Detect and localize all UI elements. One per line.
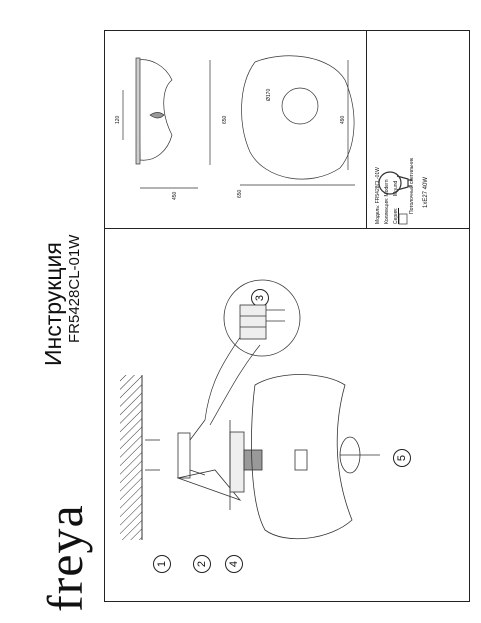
- terminal-block-icon: [239, 304, 285, 340]
- mounting-bracket: [145, 419, 263, 510]
- front-view-drawing: [240, 55, 355, 186]
- section-divider: [104, 228, 470, 229]
- side-view-drawing: [122, 57, 211, 189]
- mount-icon: [398, 213, 408, 225]
- specs-divider: [366, 30, 367, 228]
- terminal-detail: [223, 279, 301, 357]
- rotate-arrow-icon: [339, 436, 380, 474]
- light-bulb-icon: [378, 171, 412, 195]
- shade-outline: [251, 374, 353, 540]
- bulb-holder-icon: [294, 449, 308, 471]
- page-frame: [104, 30, 470, 602]
- ceiling-hatch: [120, 375, 142, 540]
